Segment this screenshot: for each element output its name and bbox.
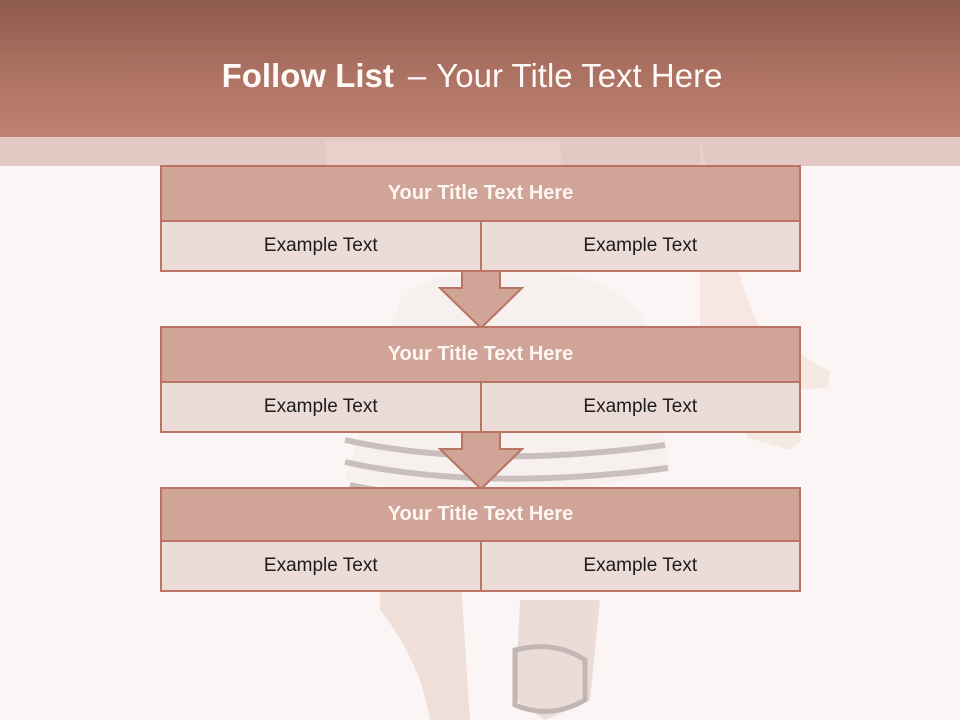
block-title: Your Title Text Here: [160, 326, 801, 383]
down-arrow-icon: [438, 431, 524, 491]
page-title-dash: –: [407, 57, 427, 94]
list-block-2: Your Title Text Here Example Text Exampl…: [160, 326, 801, 433]
page-title-rest: Your Title Text Here: [436, 57, 723, 94]
block-row: Example Text Example Text: [160, 383, 801, 433]
page-title-bold: Follow List: [221, 57, 394, 94]
block-cell-right: Example Text: [479, 383, 800, 431]
list-block-1: Your Title Text Here Example Text Exampl…: [160, 165, 801, 272]
page-title: Follow List–Your Title Text Here: [0, 56, 944, 96]
block-cell-left: Example Text: [263, 555, 378, 576]
block-cell-right: Example Text: [479, 542, 800, 590]
block-cell-left: Example Text: [263, 235, 378, 256]
header-band: [0, 137, 960, 166]
block-row: Example Text Example Text: [160, 222, 801, 272]
header-bar: [0, 0, 960, 137]
block-cell-left: Example Text: [263, 396, 378, 417]
block-cell-right: Example Text: [479, 222, 800, 270]
block-row: Example Text Example Text: [160, 542, 801, 592]
block-title: Your Title Text Here: [160, 487, 801, 542]
list-block-3: Your Title Text Here Example Text Exampl…: [160, 487, 801, 592]
down-arrow-icon: [438, 270, 524, 330]
block-title: Your Title Text Here: [160, 165, 801, 222]
